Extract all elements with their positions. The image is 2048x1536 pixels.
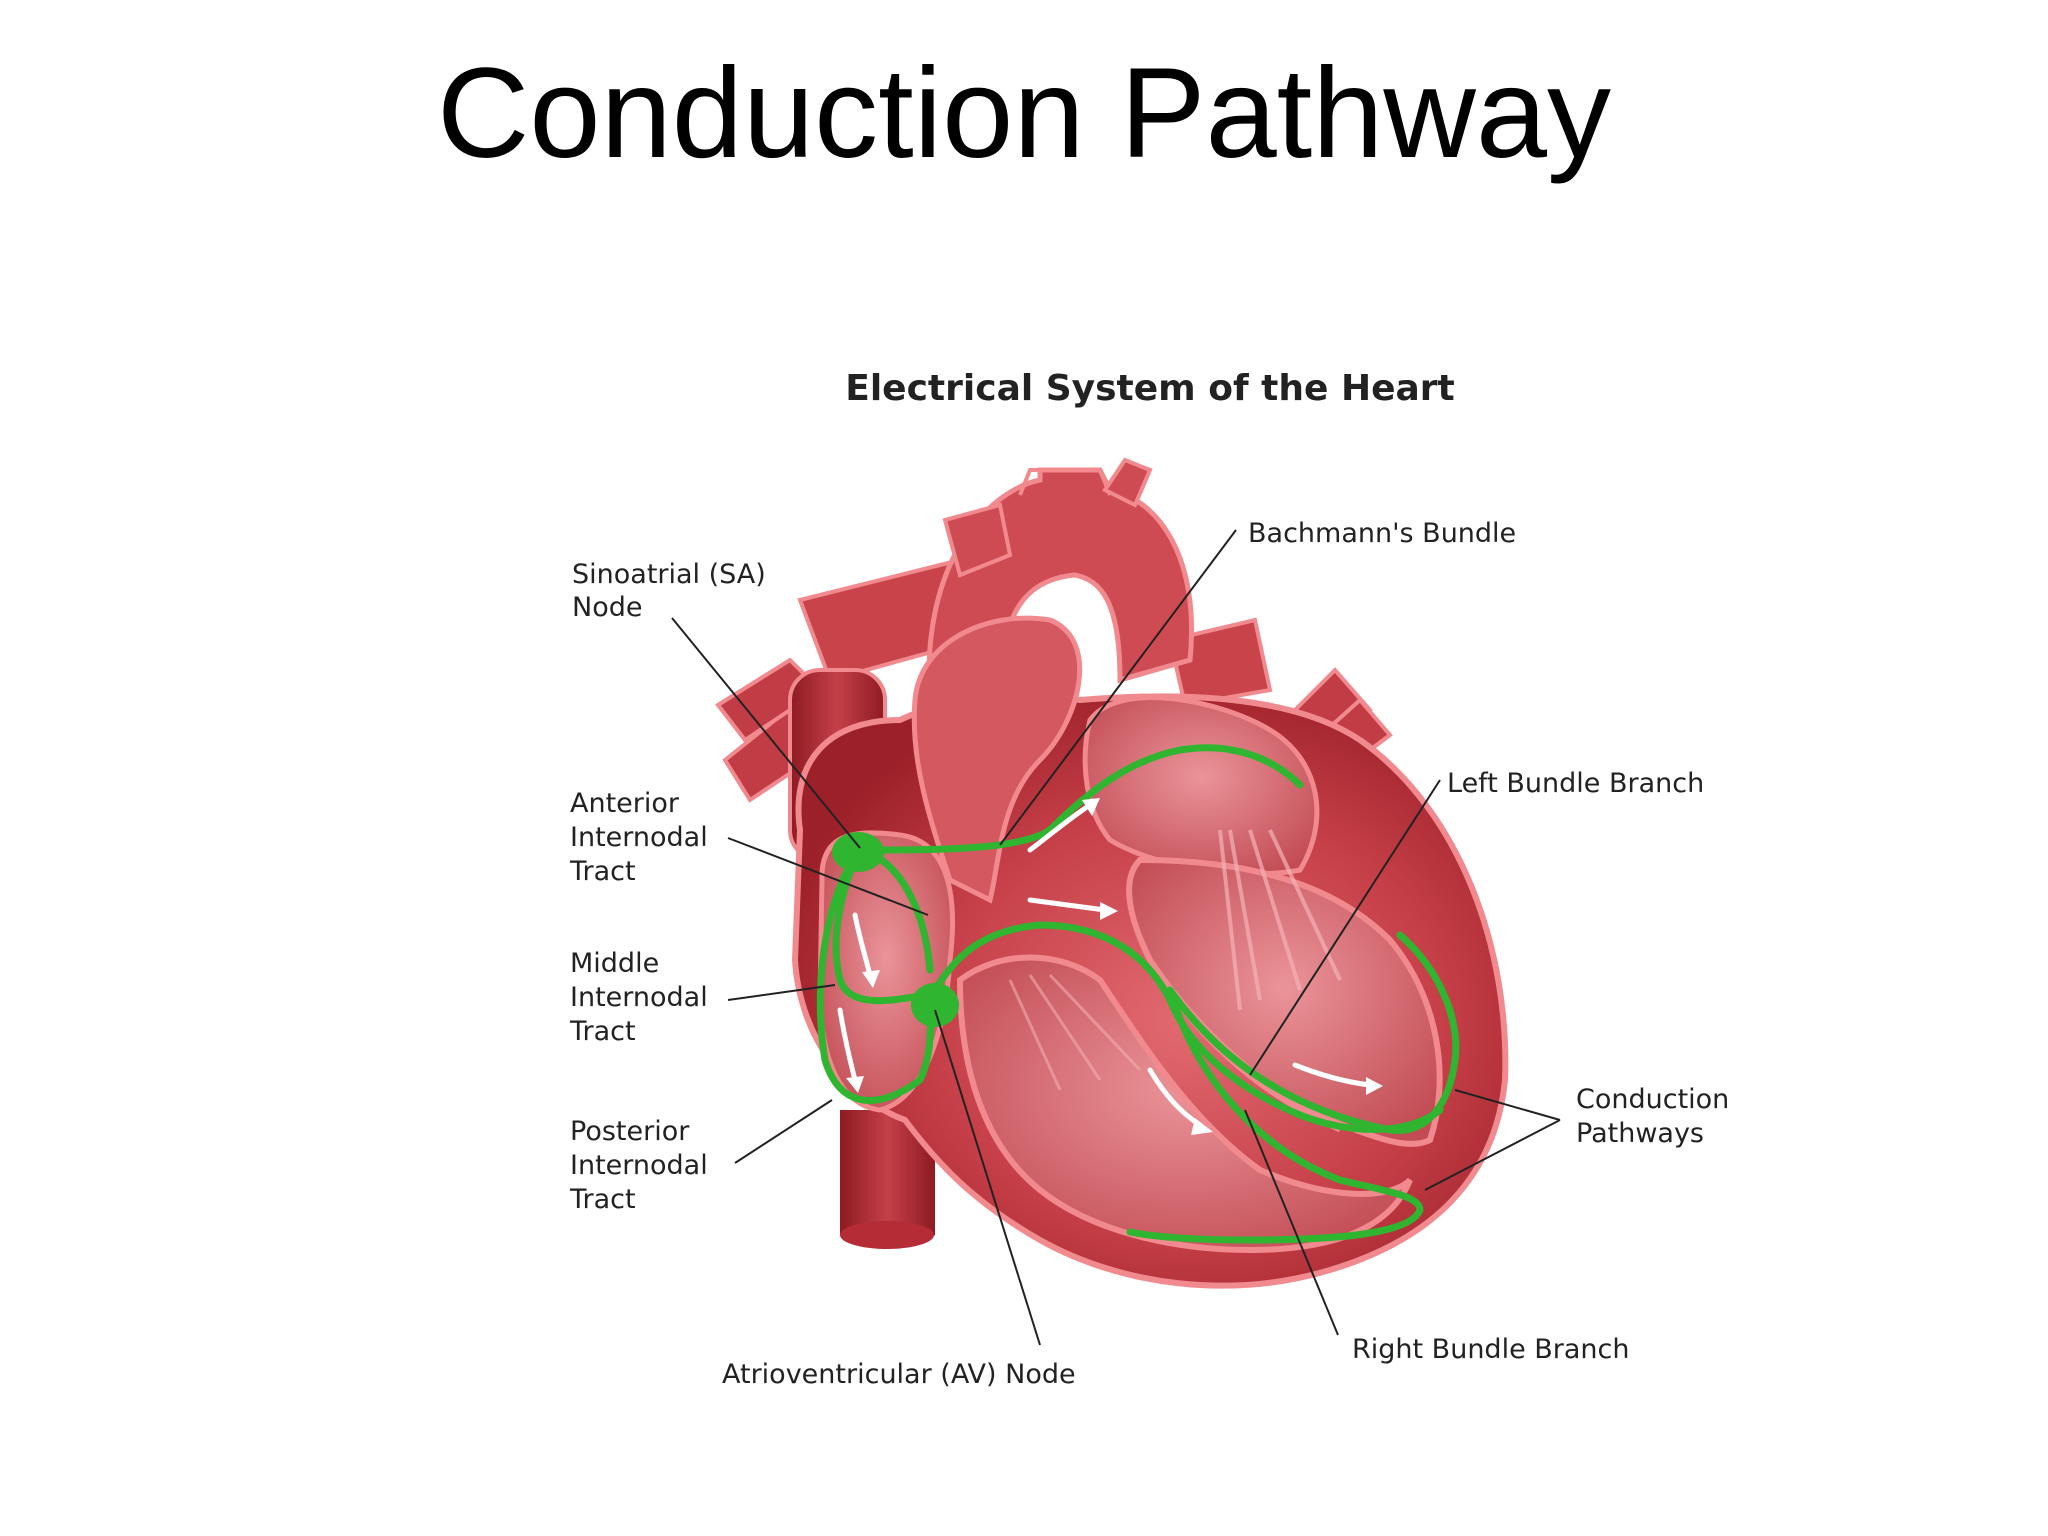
label-sa-node: Sinoatrial (SA) Node [572,559,774,623]
slide-title: Conduction Pathway [436,42,1612,185]
av-node-marker [911,983,959,1027]
label-anterior-internodal: Anterior Internodal Tract [569,788,716,887]
diagram-heading: Electrical System of the Heart [845,368,1455,409]
label-right-bundle-branch: Right Bundle Branch [1352,1334,1630,1365]
label-conduction-pathways: Conduction Pathways [1576,1084,1738,1149]
label-bachmanns-bundle: Bachmann's Bundle [1248,518,1516,549]
flow-arrowheads [846,798,1383,1135]
flow-arrows [837,802,1373,1128]
heart-body [791,615,1509,1289]
label-av-node: Atrioventricular (AV) Node [722,1359,1076,1390]
label-posterior-internodal: Posterior Internodal Tract [569,1116,716,1215]
label-left-bundle-branch: Left Bundle Branch [1447,768,1704,799]
sa-node-marker [832,832,884,872]
labels: Sinoatrial (SA) Node Bachmann's Bundle A… [569,518,1738,1390]
label-middle-internodal: Middle Internodal Tract [569,948,716,1047]
leader-lines [671,529,1561,1346]
